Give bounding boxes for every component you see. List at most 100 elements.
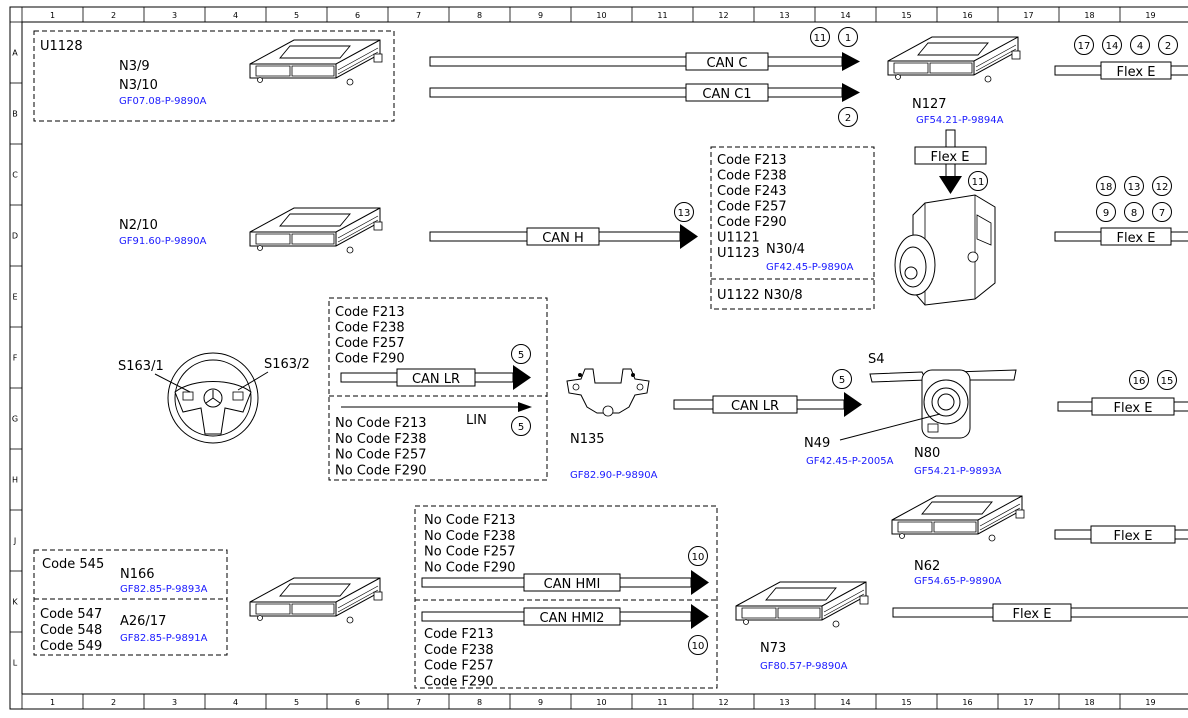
row-letter: C bbox=[12, 171, 18, 180]
marker-17: 17 bbox=[1074, 35, 1094, 55]
n166-label: N166 bbox=[120, 567, 155, 582]
n80-label: N80 bbox=[914, 446, 940, 461]
control-unit-icon bbox=[249, 207, 383, 254]
u1128-box bbox=[33, 30, 395, 122]
column-number: 15 bbox=[901, 11, 911, 20]
gf42-45b-link[interactable]: GF42.45-P-2005A bbox=[806, 456, 894, 467]
gf54-65-link[interactable]: GF54.65-P-9890A bbox=[914, 576, 1002, 587]
gf82-90-link[interactable]: GF82.90-P-9890A bbox=[570, 470, 658, 481]
u1122-n30-8-label: U1122 N30/8 bbox=[717, 288, 803, 303]
code-entry: Code F213 bbox=[424, 627, 494, 642]
svg-text:18: 18 bbox=[1100, 182, 1113, 193]
marker-15: 15 bbox=[1157, 370, 1177, 390]
marker-12: 12 bbox=[1152, 176, 1172, 196]
can-hmi2-connection: CAN HMI2 bbox=[421, 604, 709, 629]
column-number: 3 bbox=[172, 698, 177, 707]
code-entry: No Code F257 bbox=[335, 448, 427, 463]
code-entry: U1121 bbox=[717, 231, 760, 246]
marker-5-b: 5 bbox=[511, 416, 531, 436]
gf54-21a-link[interactable]: GF54.21-P-9894A bbox=[916, 115, 1004, 126]
gf82-85b-link[interactable]: GF82.85-P-9891A bbox=[120, 633, 208, 644]
column-number: 9 bbox=[538, 11, 543, 20]
column-number: 7 bbox=[416, 698, 421, 707]
column-number: 8 bbox=[477, 698, 482, 707]
frame bbox=[9, 6, 1188, 710]
n2-10-label: N2/10 bbox=[119, 218, 158, 233]
can-c-label: CAN C bbox=[707, 56, 748, 71]
column-number: 16 bbox=[962, 698, 972, 707]
column-number: 6 bbox=[355, 11, 360, 20]
svg-text:12: 12 bbox=[1156, 182, 1169, 193]
code-entry: Code F213 bbox=[717, 153, 787, 168]
n30-codes-box bbox=[710, 146, 875, 310]
column-number: 12 bbox=[718, 11, 728, 20]
column-number: 7 bbox=[416, 11, 421, 20]
lin-connection: LIN bbox=[341, 402, 532, 428]
s163-2-label: S163/2 bbox=[264, 357, 310, 372]
svg-text:Flex E: Flex E bbox=[1117, 65, 1156, 80]
column-number: 3 bbox=[172, 11, 177, 20]
flex-e-connection-d: Flex E bbox=[1054, 525, 1188, 544]
column-number: 10 bbox=[596, 698, 606, 707]
svg-text:5: 5 bbox=[839, 375, 845, 386]
gf82-85a-link[interactable]: GF82.85-P-9893A bbox=[120, 584, 208, 595]
svg-text:14: 14 bbox=[1106, 41, 1119, 52]
n3-9-label: N3/9 bbox=[119, 59, 150, 74]
n135-label: N135 bbox=[570, 432, 605, 447]
marker-1: 1 bbox=[838, 27, 858, 47]
svg-text:11: 11 bbox=[972, 177, 985, 188]
column-number: 16 bbox=[962, 11, 972, 20]
column-number: 1 bbox=[50, 11, 55, 20]
code-entry: Code F257 bbox=[335, 336, 405, 351]
can-lr-connection-a: CAN LR bbox=[340, 365, 531, 390]
marker-2: 2 bbox=[1158, 35, 1178, 55]
can-h-label: CAN H bbox=[542, 231, 584, 246]
can-lr-connection-b: CAN LR bbox=[673, 392, 862, 417]
svg-text:13: 13 bbox=[1128, 182, 1141, 193]
column-number: 2 bbox=[111, 11, 116, 20]
can-h-connection: CAN H bbox=[429, 224, 698, 249]
row-letter: A bbox=[12, 49, 18, 58]
column-number: 19 bbox=[1145, 698, 1155, 707]
column-number: 17 bbox=[1023, 698, 1033, 707]
row-letter: D bbox=[12, 232, 18, 241]
gf42-45a-link[interactable]: GF42.45-P-9890A bbox=[766, 262, 854, 273]
svg-text:5: 5 bbox=[518, 422, 524, 433]
row-letter: H bbox=[12, 476, 18, 485]
svg-text:7: 7 bbox=[1159, 208, 1165, 219]
svg-text:CAN HMI: CAN HMI bbox=[544, 577, 601, 592]
code-547-label: Code 547 bbox=[40, 607, 102, 622]
column-number: 18 bbox=[1084, 11, 1094, 20]
control-unit-icon bbox=[891, 495, 1025, 542]
column-number: 14 bbox=[840, 698, 850, 707]
flex-e-connection-b: Flex E bbox=[1054, 227, 1188, 246]
svg-text:Flex E: Flex E bbox=[931, 150, 970, 165]
s4-label: S4 bbox=[868, 352, 885, 367]
column-number: 9 bbox=[538, 698, 543, 707]
gf80-57-link[interactable]: GF80.57-P-9890A bbox=[760, 661, 848, 672]
control-unit-icon bbox=[249, 39, 383, 86]
bracket-icon bbox=[566, 368, 650, 417]
gf54-21b-link[interactable]: GF54.21-P-9893A bbox=[914, 466, 1002, 477]
marker-9: 9 bbox=[1096, 202, 1116, 222]
marker-13: 13 bbox=[674, 202, 694, 222]
gf07-link[interactable]: GF07.08-P-9890A bbox=[119, 96, 207, 107]
marker-8: 8 bbox=[1124, 202, 1144, 222]
code-entry: Code F257 bbox=[424, 659, 494, 674]
column-number: 17 bbox=[1023, 11, 1033, 20]
code-entry: No Code F213 bbox=[335, 416, 427, 431]
marker-10-b: 10 bbox=[688, 635, 708, 655]
svg-text:Flex E: Flex E bbox=[1117, 231, 1156, 246]
column-number: 18 bbox=[1084, 698, 1094, 707]
marker-2-b: 2 bbox=[838, 107, 858, 127]
code-entry: No Code F238 bbox=[335, 432, 427, 447]
gf91-link[interactable]: GF91.60-P-9890A bbox=[119, 236, 207, 247]
svg-text:2: 2 bbox=[1165, 41, 1171, 52]
column-number: 6 bbox=[355, 698, 360, 707]
code-entry: U1123 bbox=[717, 246, 760, 261]
column-number: 1 bbox=[50, 698, 55, 707]
code-entry: No Code F290 bbox=[335, 463, 427, 478]
